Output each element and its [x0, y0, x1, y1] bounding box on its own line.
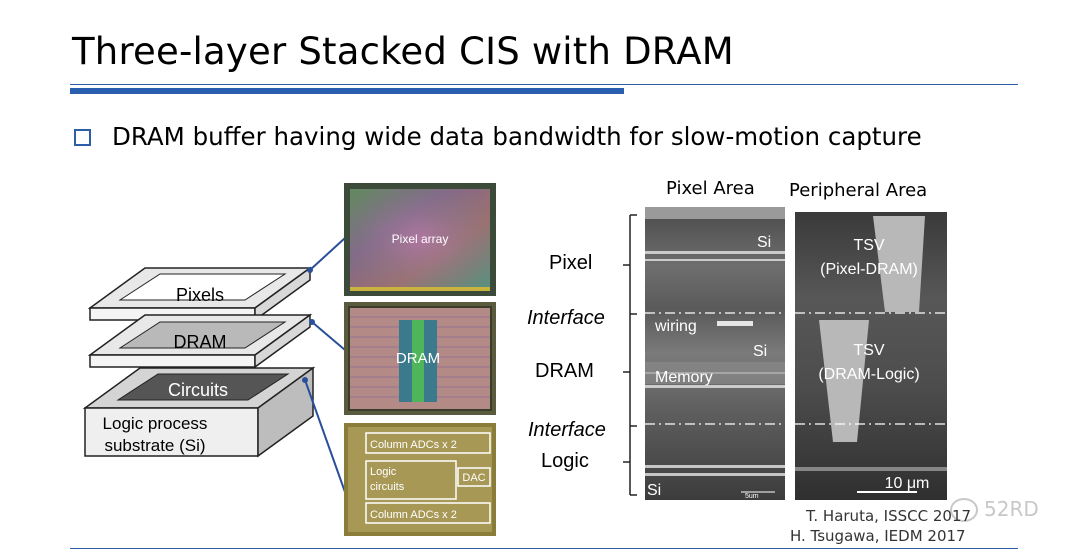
column-adcs-bottom-label: Column ADCs x 2 — [370, 509, 457, 521]
connector-dram — [311, 321, 346, 351]
dram-die-label: DRAM — [396, 350, 440, 367]
label-interface-1: Interface — [527, 307, 605, 329]
scale-label: 10 μm — [885, 475, 930, 492]
dram-layer — [87, 313, 313, 369]
bottom-rule — [70, 548, 1018, 549]
connector-pixel — [309, 237, 346, 271]
label-logic: Logic — [541, 450, 589, 472]
pixel-array-die-photo: Pixel array — [344, 183, 496, 296]
logic-die-photo: Column ADCs x 2 Logic circuits DAC Colum… — [344, 423, 496, 536]
peripheral-area-sem-image: TSV (Pixel-DRAM) TSV (DRAM-Logic) 10 μm — [795, 212, 947, 500]
header-peripheral-area: Peripheral Area — [789, 180, 928, 201]
logic-label-line2: circuits — [370, 481, 405, 493]
memory-label: Memory — [655, 369, 713, 386]
tsv2-line2: (DRAM-Logic) — [818, 366, 919, 383]
tsv-pixel-dram-shape — [873, 216, 925, 312]
tsv1-line1: TSV — [853, 237, 884, 254]
dram-die-photo: DRAM — [344, 302, 496, 415]
wiring-label: wiring — [654, 318, 697, 335]
bullet-square-icon — [74, 129, 91, 146]
slide-title: Three-layer Stacked CIS with DRAM — [72, 30, 734, 73]
label-interface-2: Interface — [528, 419, 606, 441]
watermark-text: 52RD — [984, 497, 1039, 521]
pixels-layer — [87, 266, 313, 322]
substrate-block — [82, 366, 316, 458]
label-pixel: Pixel — [549, 252, 593, 274]
substrate-label-line2: substrate (Si) — [104, 436, 205, 455]
connector-lines — [302, 237, 346, 493]
stack-diagram: Pixels DRAM Circuits Logic process subst… — [82, 266, 316, 458]
circuits-layer-label: Circuits — [168, 380, 228, 400]
title-rule-thin — [70, 84, 1018, 85]
logic-label-line1: Logic — [370, 466, 397, 478]
label-dram: DRAM — [535, 360, 594, 382]
title-rule-thick — [70, 88, 624, 94]
tsv2-line1: TSV — [853, 342, 884, 359]
citation-line-2: H. Tsugawa, IEDM 2017 — [790, 527, 966, 545]
header-pixel-area: Pixel Area — [666, 178, 755, 199]
dram-layer-label: DRAM — [174, 332, 227, 352]
si-bottom-label: Si — [647, 482, 661, 499]
layer-bracket — [623, 214, 637, 496]
bullet-text: DRAM buffer having wide data bandwidth f… — [112, 122, 922, 151]
citation-line-1: T. Haruta, ISSCC 2017 — [806, 507, 972, 525]
tsv1-line2: (Pixel-DRAM) — [820, 261, 918, 278]
substrate-label-line1: Logic process — [103, 414, 208, 433]
tsv-dram-logic-shape — [819, 320, 869, 442]
si-top-label: Si — [757, 234, 771, 251]
wechat-icon — [950, 498, 978, 522]
column-adcs-top-label: Column ADCs x 2 — [370, 439, 457, 451]
pixels-layer-label: Pixels — [176, 285, 224, 305]
scale-small-label: 5um — [745, 493, 759, 500]
pixel-array-label: Pixel array — [392, 232, 449, 246]
dac-label: DAC — [462, 472, 485, 484]
connector-logic — [304, 379, 346, 493]
pixel-area-sem-image: Si wiring Si Memory Si 5um — [645, 207, 785, 500]
si-mid-label: Si — [753, 343, 767, 360]
